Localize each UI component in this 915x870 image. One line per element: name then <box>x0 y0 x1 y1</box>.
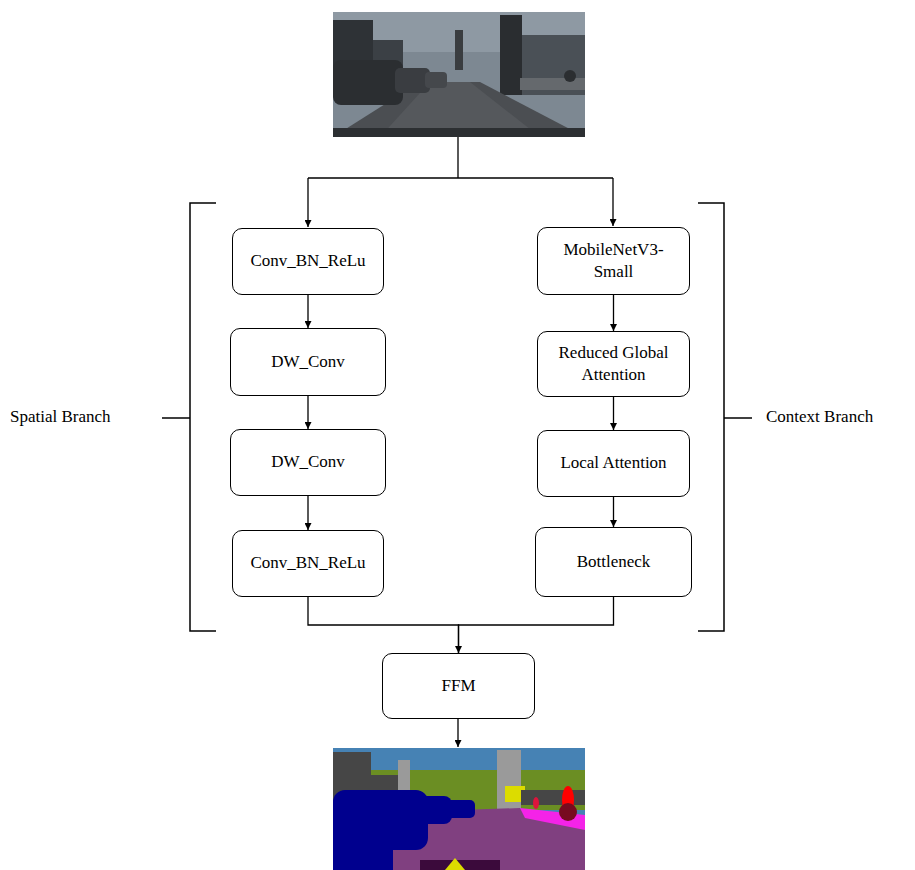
input-photo <box>333 12 585 137</box>
bracket-leader <box>724 417 752 419</box>
bracket-leader <box>162 417 190 419</box>
box-label: Conv_BN_ReLu <box>250 250 365 272</box>
flow-arrow <box>459 597 614 653</box>
branch-label: Spatial Branch <box>8 407 113 427</box>
process-box: Conv_BN_ReLu <box>232 530 384 597</box>
process-box: FFM <box>382 653 535 719</box>
box-label: MobileNetV3- Small <box>544 239 683 283</box>
split-arrow <box>307 178 308 227</box>
split-line <box>457 137 458 178</box>
branch-bracket <box>698 203 724 631</box>
box-label: FFM <box>441 675 475 697</box>
flow-arrow <box>613 295 614 331</box>
flow-arrow <box>307 396 308 429</box>
box-label: Local Attention <box>560 452 666 474</box>
flow-arrow <box>613 497 614 527</box>
process-box: Bottleneck <box>535 527 692 597</box>
process-box: DW_Conv <box>230 328 386 396</box>
segmentation-output <box>333 748 585 870</box>
flow-arrow <box>308 597 459 653</box>
split-line <box>308 177 613 178</box>
flow-arrow <box>307 496 308 530</box>
split-arrow <box>612 178 613 226</box>
branch-bracket <box>190 203 216 631</box>
process-box: Conv_BN_ReLu <box>232 228 384 295</box>
flow-arrow <box>613 397 614 430</box>
process-box: Local Attention <box>537 430 690 497</box>
flow-arrow <box>307 295 308 328</box>
box-label: DW_Conv <box>271 351 345 373</box>
box-label: Bottleneck <box>577 551 651 573</box>
process-box: Reduced Global Attention <box>537 331 690 397</box>
box-label: Conv_BN_ReLu <box>250 552 365 574</box>
box-label: DW_Conv <box>271 451 345 473</box>
box-label: Reduced Global Attention <box>544 342 683 386</box>
branch-label: Context Branch <box>764 407 875 427</box>
process-box: MobileNetV3- Small <box>537 227 690 295</box>
process-box: DW_Conv <box>230 429 386 496</box>
output-arrow <box>457 719 458 747</box>
